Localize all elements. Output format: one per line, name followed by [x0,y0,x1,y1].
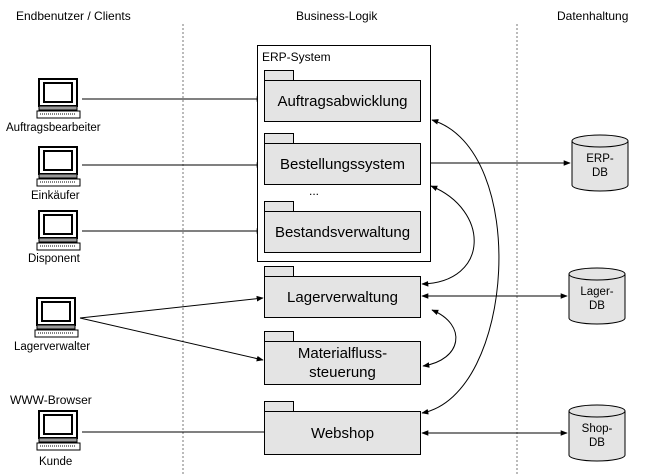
database-cylinder-icon [568,267,626,325]
module-bestandsverwaltung: Bestandsverwaltung [264,211,421,253]
component-tab [264,331,294,341]
column-header-data-storage: Datenhaltung [557,9,629,23]
component-label-webshop: Webshop [310,424,375,442]
database-label-erp: ERP- DB [586,153,614,179]
component-materialflusssteuerung: Materialfluss- steuerung [264,341,421,385]
www-browser-label: WWW-Browser [10,393,92,407]
module-label-auftragsabwicklung: Auftragsabwicklung [277,92,408,110]
client-label-kunde: Kunde [39,456,73,468]
arrow-lagerverwalter-material [79,317,264,362]
module-tab [264,133,294,143]
computer-terminal-icon [36,210,81,251]
arrow-lagerverwalter-lager [79,295,264,319]
curve-lager-material [422,309,457,368]
curve-bestand-lager [421,185,475,287]
module-auftragsabwicklung: Auftragsabwicklung [264,80,421,122]
database-label-lager: Lager- DB [580,286,614,312]
database-cylinder-icon [568,404,626,462]
module-tab [264,201,294,211]
erp-system-title: ERP-System [262,50,331,64]
component-tab [264,401,294,411]
module-ellipsis: ... [309,184,320,198]
client-label-einkaeufer: Einkäufer [31,190,80,202]
client-label-disponent: Disponent [28,253,80,265]
computer-terminal-icon [36,78,81,119]
column-header-business-logic: Business-Logik [296,9,378,23]
component-tab [264,266,294,276]
component-label-lagerverwaltung: Lagerverwaltung [287,288,398,306]
module-label-bestellungssystem: Bestellungssystem [279,155,406,173]
component-lagerverwaltung: Lagerverwaltung [264,276,421,318]
curve-auftrag-webshop [421,119,500,415]
client-label-lagerverwalter: Lagerverwalter [14,341,91,353]
module-bestellungssystem: Bestellungssystem [264,143,421,185]
component-label-materialfluss-line2: steuerung [309,364,376,381]
client-label-auftragsbearbeiter: Auftragsbearbeiter [6,122,101,134]
database-cylinder-icon [571,134,629,192]
computer-terminal-icon [36,410,81,451]
component-webshop: Webshop [264,411,421,455]
component-label-materialfluss-line1: Materialfluss- [297,345,388,362]
column-header-clients: Endbenutzer / Clients [16,9,131,23]
module-label-bestandsverwaltung: Bestandsverwaltung [274,223,411,241]
database-label-shop: Shop- DB [581,423,613,449]
computer-terminal-icon [36,146,81,187]
module-tab [264,70,294,80]
computer-terminal-icon [34,297,79,338]
